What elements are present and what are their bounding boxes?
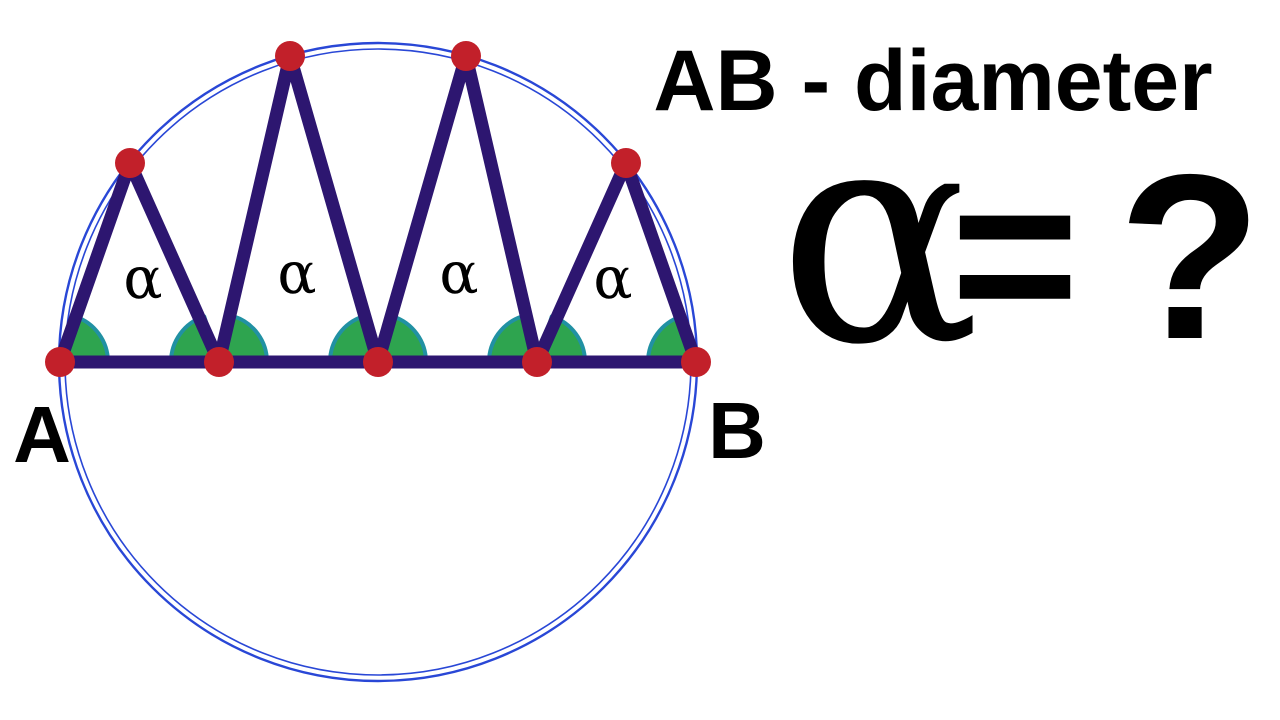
question-equals: = <box>951 131 1079 377</box>
vertex-dot <box>363 347 393 377</box>
angle-label: α <box>593 244 632 312</box>
vertex-dot <box>204 347 234 377</box>
angle-label: α <box>277 239 316 307</box>
point-b-label: B <box>708 386 766 475</box>
angle-label: α <box>123 244 162 312</box>
vertex-dot <box>611 148 641 178</box>
point-a-label: A <box>13 390 71 479</box>
vertex-dot <box>115 148 145 178</box>
angle-label: α <box>439 239 478 307</box>
zigzag-chords <box>53 49 703 369</box>
vertex-dot-a <box>45 347 75 377</box>
caption-ab-diameter: AB - diameter <box>653 33 1212 129</box>
question-alpha: α <box>778 62 981 411</box>
vertex-dot-b <box>681 347 711 377</box>
question-mark: ? <box>1118 125 1262 388</box>
vertex-dot <box>451 41 481 71</box>
vertex-dot <box>522 347 552 377</box>
vertex-dot <box>275 41 305 71</box>
